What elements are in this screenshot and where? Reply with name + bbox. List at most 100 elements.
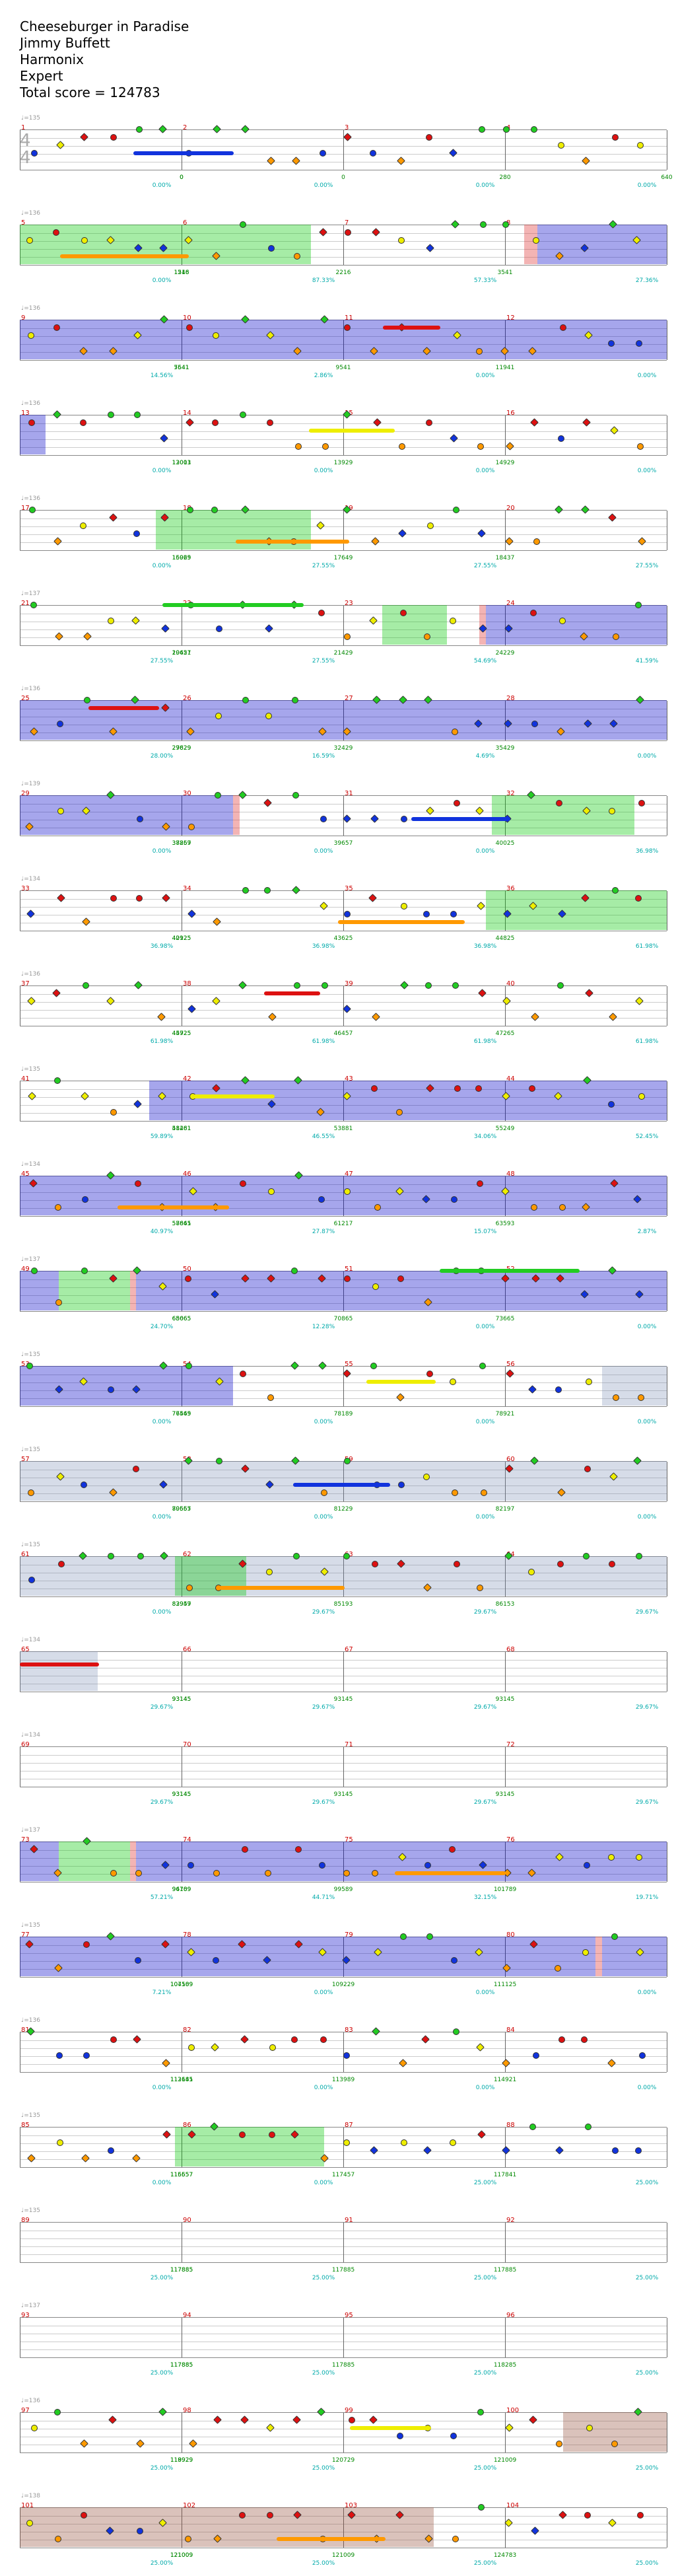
bar-line — [343, 701, 344, 740]
measure-score: 117885 — [331, 2267, 355, 2273]
staff — [20, 1842, 667, 1882]
tempo-marker: ♩=135 — [21, 1447, 40, 1453]
note-green — [611, 887, 619, 894]
chart-row: ♩=13557585960796578056581229821970.00%0.… — [20, 1447, 667, 1530]
sp-percentage: 0.00% — [475, 848, 495, 855]
solo-region — [492, 795, 634, 835]
sp-percentage: 61.98% — [473, 1038, 497, 1045]
sustain-orange — [235, 540, 350, 544]
tempo-marker: ♩=135 — [21, 2207, 40, 2214]
measure-score: 93145 — [333, 1696, 353, 1703]
note-red — [608, 1561, 615, 1567]
tempo-marker: ♩=135 — [21, 1922, 40, 1929]
note-blue — [396, 2433, 403, 2439]
sp-percentage: 25.00% — [312, 2465, 335, 2472]
measure-number: 61 — [21, 1551, 30, 1558]
sp-percentage: 25.00% — [635, 2465, 659, 2472]
tempo-marker: ♩=134 — [21, 1637, 40, 1643]
sp-percentage: 27.55% — [473, 563, 497, 569]
sp-percentage: 61.98% — [150, 1038, 174, 1045]
bar-line — [505, 225, 506, 265]
sp-percentage: 25.00% — [312, 2370, 335, 2377]
bar-line — [505, 1652, 506, 1692]
measure-score: 109229 — [331, 1982, 355, 1988]
note-green — [477, 2409, 484, 2415]
sp-percentage: 0.00% — [152, 1609, 172, 1616]
sustain-blue — [292, 1483, 390, 1487]
note-orange — [399, 443, 406, 450]
measure-score: 65665 — [172, 1316, 191, 1322]
solo-region — [20, 225, 311, 264]
bar-line — [343, 1842, 344, 1882]
note-red — [397, 1275, 404, 1282]
note-red — [344, 324, 351, 331]
note-green — [343, 1458, 351, 1464]
note-red — [269, 2131, 276, 2138]
note-red — [290, 2036, 298, 2043]
note-blue — [267, 245, 275, 252]
measure-number: 92 — [506, 2217, 515, 2224]
note-green — [635, 602, 642, 608]
sp-percentage: 19.71% — [635, 1894, 659, 1901]
note-yellow — [26, 237, 34, 244]
sp-percentage: 25.00% — [635, 2180, 659, 2186]
measure-score: 124783 — [493, 2552, 517, 2559]
note-blue — [318, 1862, 325, 1869]
measure-score: 47265 — [495, 1030, 515, 1037]
sp-percentage: 0.00% — [637, 2085, 657, 2091]
note-red — [557, 1561, 564, 1567]
note-yellow — [81, 237, 88, 244]
note-orange — [110, 1870, 117, 1877]
note-blue — [612, 2147, 619, 2154]
note-red — [53, 324, 61, 331]
note-red — [476, 1180, 483, 1187]
sp-percentage: 0.00% — [314, 468, 333, 474]
sp-percentage: 29.67% — [473, 1704, 497, 1711]
sp-percentage: 27.87% — [312, 1229, 335, 1235]
prog-region — [524, 225, 537, 264]
tempo-marker: ♩=137 — [21, 2303, 40, 2309]
bar-line — [343, 2413, 344, 2452]
note-green — [480, 221, 487, 228]
note-green — [611, 1933, 618, 1940]
sp-percentage: 4.69% — [475, 753, 495, 760]
note-red — [28, 419, 36, 426]
note-orange — [611, 2441, 619, 2447]
note-blue — [107, 2147, 114, 2154]
note-orange — [531, 1204, 538, 1211]
sp-percentage: 25.00% — [150, 2370, 174, 2377]
measure-number: 95 — [345, 2312, 353, 2319]
bar-line — [505, 130, 506, 170]
bar-line — [343, 891, 344, 931]
sp-region — [20, 1176, 667, 1215]
measure-score: 57665 — [172, 1221, 191, 1227]
note-orange — [452, 1489, 459, 1496]
measure-number: 9 — [21, 314, 26, 322]
measure-score: 15029 — [172, 555, 191, 561]
note-red — [425, 134, 432, 141]
sustain-blue — [133, 151, 234, 155]
sp-percentage: 0.00% — [152, 2085, 172, 2091]
sp-percentage: 36.98% — [635, 848, 659, 855]
measure-score: 85193 — [333, 1601, 353, 1608]
measure-number: 68 — [506, 1646, 515, 1653]
sp-percentage: 0.00% — [314, 848, 333, 855]
sp-percentage: 0.00% — [637, 468, 657, 474]
sp-percentage: 27.36% — [635, 277, 659, 284]
note-blue — [135, 1957, 142, 1964]
bar-line — [343, 415, 344, 455]
bar-line — [505, 701, 506, 740]
note-green — [211, 507, 219, 513]
measure-score: 113181 — [170, 2077, 193, 2083]
note-red — [454, 1085, 461, 1092]
measure-number: 2 — [183, 124, 187, 131]
fill-region — [20, 1461, 667, 1501]
measure-score: 0 — [180, 174, 184, 181]
sp-percentage: 28.00% — [150, 753, 174, 760]
note-yellow — [265, 713, 272, 719]
sp-percentage: 25.00% — [473, 2370, 497, 2377]
note-blue — [56, 721, 63, 727]
note-green — [292, 1553, 300, 1559]
measure-score: 44725 — [172, 1030, 191, 1037]
measure-score: 121009 — [331, 2552, 355, 2559]
